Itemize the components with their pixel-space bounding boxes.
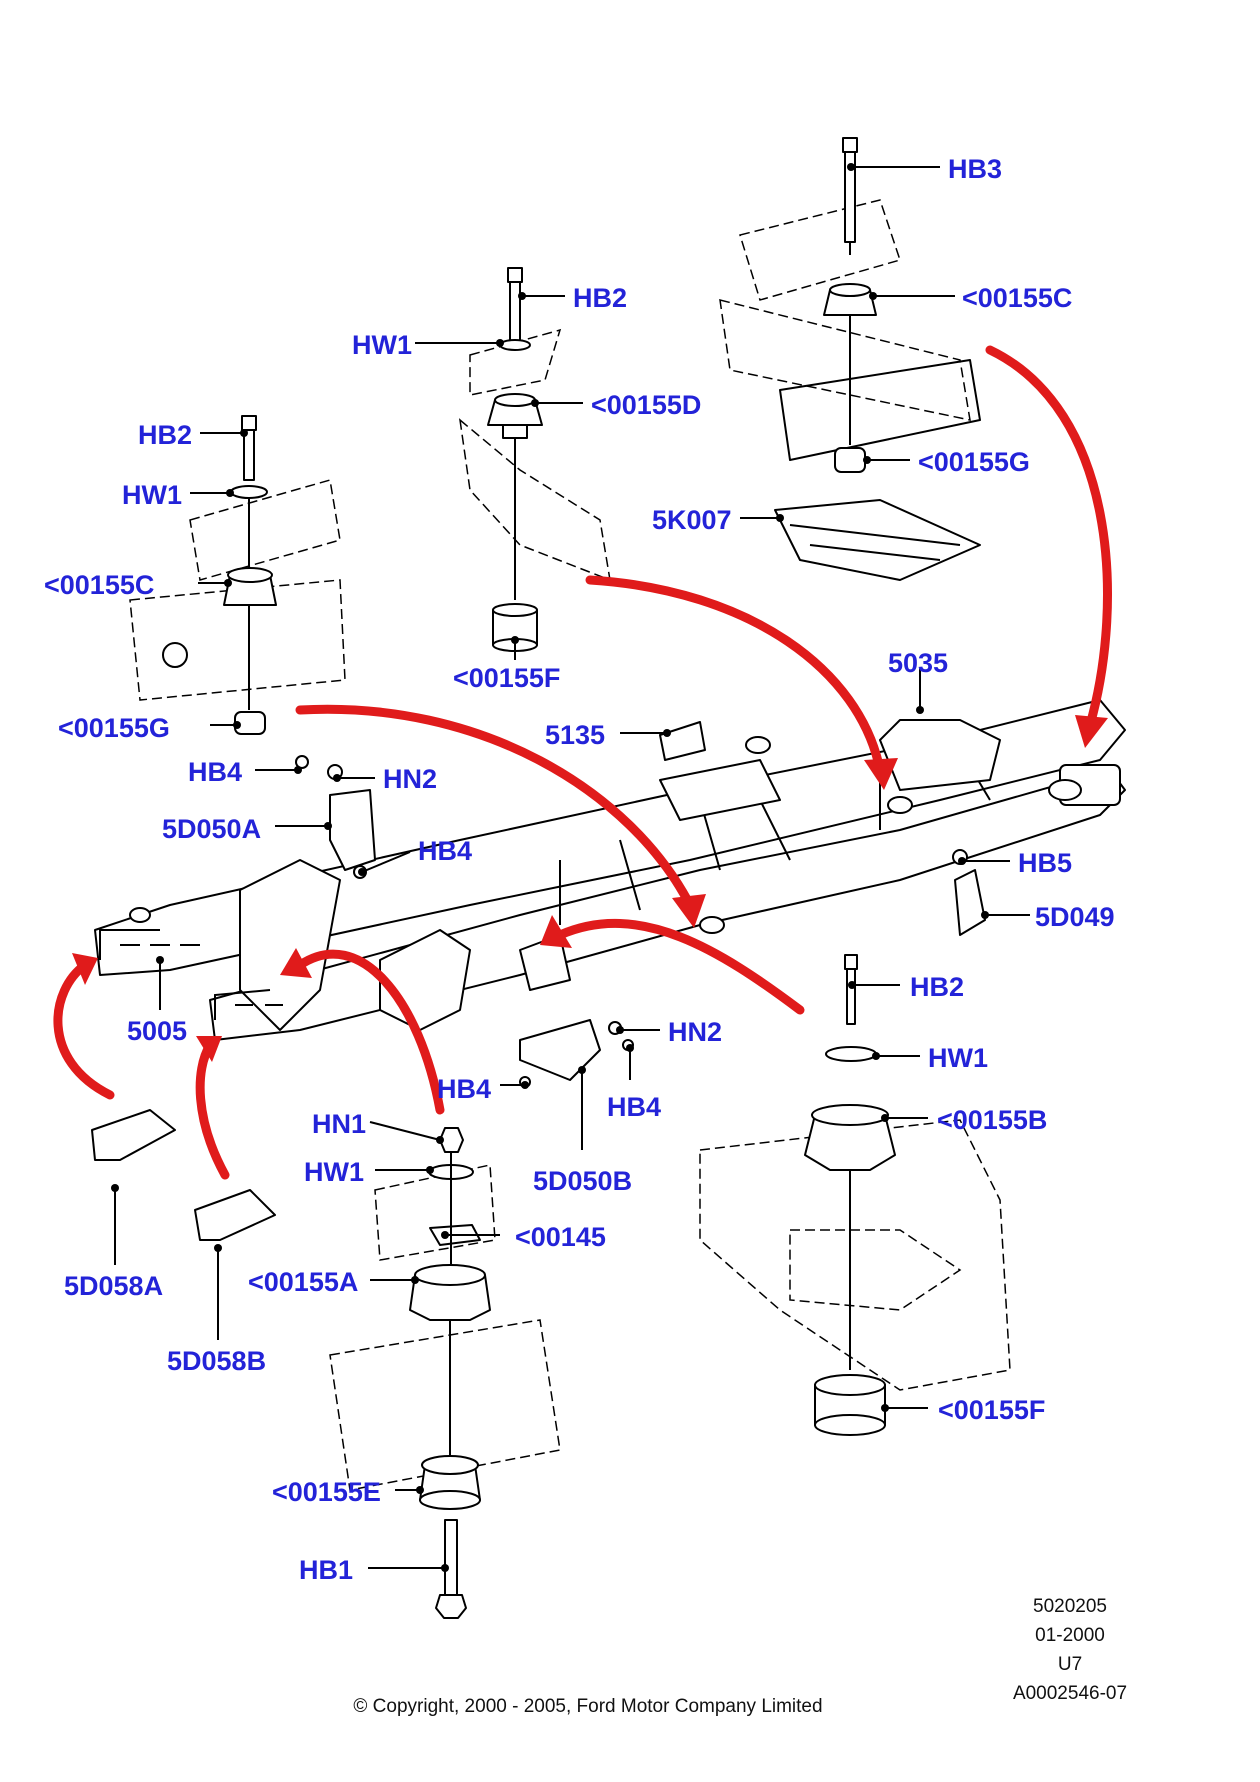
bottom-left-mount [329,1127,561,1619]
label-mid-hb2: HB2 [573,283,627,313]
diagram-date: 01-2000 [1035,1625,1105,1646]
label-br-hw1: HW1 [928,1043,988,1073]
label-5d050b: 5D050B [533,1166,632,1196]
label-left-00155c: <00155C [44,570,154,600]
top-right-mount [719,137,981,581]
diagram-meta: 5020205 01-2000 U7 A0002546-07 © Copyrig… [353,1596,1127,1717]
label-5d050a: 5D050A [162,814,261,844]
label-mid-hw1: HW1 [352,330,412,360]
label-mid-00155d: <00155D [591,390,701,420]
diagram-code: 5020205 [1033,1596,1107,1617]
label-5005: 5005 [127,1016,187,1046]
label-bl-hw1: HW1 [304,1157,364,1187]
label-hb4-c: HB4 [437,1074,491,1104]
label-hb4-b: HB4 [418,836,472,866]
label-hb4-d: HB4 [607,1092,661,1122]
label-hn2-a: HN2 [383,764,437,794]
brackets [91,721,986,1241]
label-5035: 5035 [888,648,948,678]
location-arrows [53,345,1112,1180]
diagram-model: U7 [1058,1654,1082,1675]
label-top-hb3: HB3 [948,154,1002,184]
copyright-notice: © Copyright, 2000 - 2005, Ford Motor Com… [353,1696,822,1717]
label-mid-00155f: <00155F [453,663,560,693]
diagram-ref: A0002546-07 [1013,1683,1127,1704]
label-left-hb2: HB2 [138,420,192,450]
leader-lines [111,163,1030,1572]
bottom-right-mount [699,954,1011,1436]
label-5d049: 5D049 [1035,902,1115,932]
label-bl-00155e: <00155E [272,1477,381,1507]
top-middle-mount [458,267,611,652]
label-hb5: HB5 [1018,848,1072,878]
label-hn2-b: HN2 [668,1017,722,1047]
label-br-hb2: HB2 [910,972,964,1002]
label-top-00155g: <00155G [918,447,1030,477]
top-left-mount [129,415,346,735]
label-5135: 5135 [545,720,605,750]
label-bl-hb1: HB1 [299,1555,353,1585]
label-hb4-a: HB4 [188,757,242,787]
label-bl-00155a: <00155A [248,1267,358,1297]
frame-assembly [94,699,1126,1041]
label-bl-hn1: HN1 [312,1109,366,1139]
label-top-00155c: <00155C [962,283,1072,313]
part-labels: HB3 <00155C <00155G 5K007 HB2 HW1 <00155… [44,154,1115,1585]
label-left-hw1: HW1 [122,480,182,510]
label-br-00155b: <00155B [937,1105,1047,1135]
label-5d058b: 5D058B [167,1346,266,1376]
label-left-00155g: <00155G [58,713,170,743]
label-br-00155f: <00155F [938,1395,1045,1425]
label-bl-00145: <00145 [515,1222,606,1252]
label-5d058a: 5D058A [64,1271,163,1301]
label-5k007: 5K007 [652,505,732,535]
